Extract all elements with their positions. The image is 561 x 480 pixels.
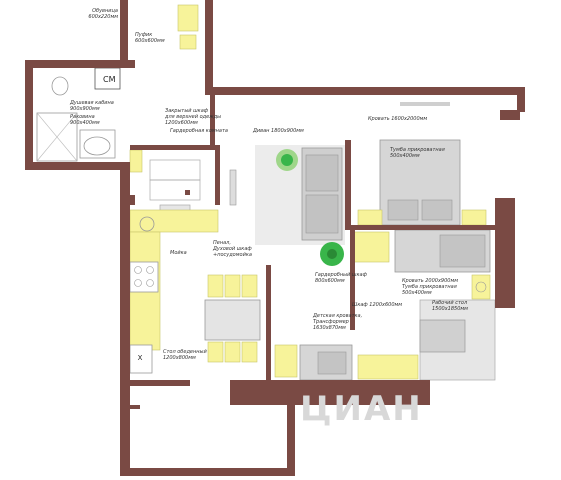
label-wardrobe-room: Гардеробная комната (170, 128, 228, 134)
dining-table (204, 299, 261, 341)
furniture-layer (36, 4, 496, 381)
wardrobe-shelf (129, 149, 143, 173)
stove (129, 261, 159, 293)
plant-icon (276, 149, 298, 171)
label-bed1: Кровать 1600х2000мм (368, 116, 427, 122)
label-pencil-case: Пенал,Духовой шкаф+посудомойка (212, 240, 252, 258)
nightstand-1a (357, 209, 383, 226)
pouf (179, 34, 197, 50)
label-sofa: Диван 1800х900мм (252, 128, 304, 134)
label-wc: СМ (103, 75, 116, 84)
sink (79, 129, 116, 159)
shoe-rack (177, 4, 199, 32)
label-bed2: Кровать 2000х900мм (402, 278, 458, 284)
toilet (51, 76, 69, 96)
nightstand-1b (461, 209, 487, 226)
walls (25, 0, 525, 476)
kids-bed (274, 344, 298, 378)
label-x-mark: X (138, 354, 143, 362)
nightstand-2 (471, 274, 491, 300)
kitchen-sink (139, 216, 155, 232)
kitchen-counter-top (129, 209, 219, 233)
wardrobe-2 (352, 231, 390, 263)
watermark: ЦИАН (300, 389, 423, 429)
label-closet3: Шкаф 1200х600мм (352, 302, 402, 308)
closet-3 (357, 354, 419, 380)
plant-icon (320, 242, 344, 266)
label-washer: Мойка (170, 250, 187, 256)
